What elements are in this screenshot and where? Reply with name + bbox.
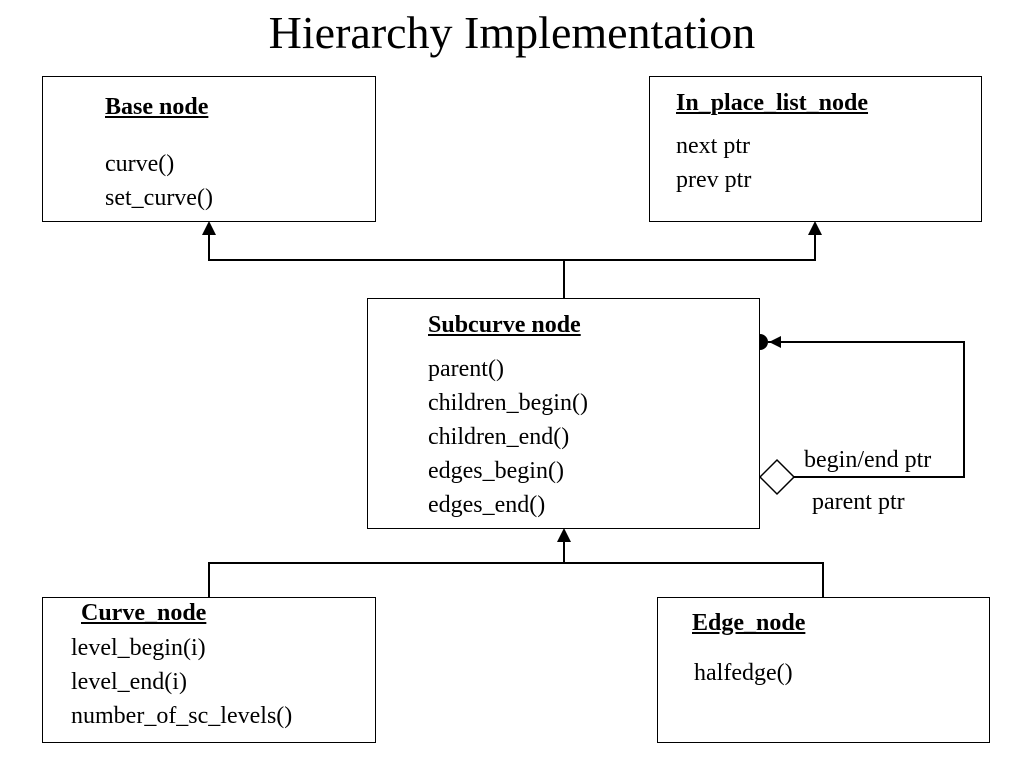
arrowhead-to-base [202, 221, 216, 235]
method-item: halfedge() [694, 660, 793, 686]
method-item: number_of_sc_levels() [71, 703, 293, 729]
arrowhead-to-in-place [808, 221, 822, 235]
method-item: level_begin(i) [71, 635, 206, 661]
field-item: prev ptr [676, 167, 752, 193]
inheritance-line-bottom [208, 562, 824, 597]
in-place-list-node-fields: next ptr prev ptr [676, 129, 751, 197]
base-node-box: Base node curve() set_curve() [42, 76, 376, 222]
base-node-methods: curve() set_curve() [105, 147, 213, 215]
curve-node-title: Curve_node [81, 600, 207, 626]
curve-node-box: Curve_node level_begin(i) level_end(i) n… [42, 597, 376, 743]
method-item: parent() [428, 356, 504, 382]
method-item: children_begin() [428, 390, 588, 416]
in-place-list-node-title: In_place_list_node [676, 90, 869, 116]
subcurve-node-title: Subcurve node [428, 312, 581, 338]
parent-ptr-label: parent ptr [812, 489, 905, 515]
self-association-arrowhead [769, 336, 781, 348]
method-item: set_curve() [105, 185, 213, 211]
aggregation-diamond [758, 458, 796, 496]
inheritance-line-top [208, 234, 565, 298]
subcurve-node-box: Subcurve node parent() children_begin() … [367, 298, 760, 529]
in-place-list-node-box: In_place_list_node next ptr prev ptr [649, 76, 982, 222]
edge-node-title: Edge_node [692, 610, 806, 636]
field-item: next ptr [676, 133, 750, 159]
self-association-line [768, 341, 965, 478]
begin-end-ptr-label: begin/end ptr [804, 447, 932, 473]
arrowhead-to-subcurve [557, 528, 571, 542]
inheritance-line-top-right [564, 234, 816, 261]
edge-node-box: Edge_node halfedge() [657, 597, 990, 743]
method-item: edges_end() [428, 492, 546, 518]
method-item: edges_begin() [428, 458, 564, 484]
subcurve-node-methods: parent() children_begin() children_end()… [428, 352, 588, 522]
edge-node-methods: halfedge() [694, 656, 793, 690]
page-title: Hierarchy Implementation [268, 7, 756, 58]
curve-node-methods: level_begin(i) level_end(i) number_of_sc… [71, 631, 292, 733]
method-item: level_end(i) [71, 669, 187, 695]
method-item: children_end() [428, 424, 570, 450]
base-node-title: Base node [105, 94, 209, 120]
method-item: curve() [105, 151, 175, 177]
